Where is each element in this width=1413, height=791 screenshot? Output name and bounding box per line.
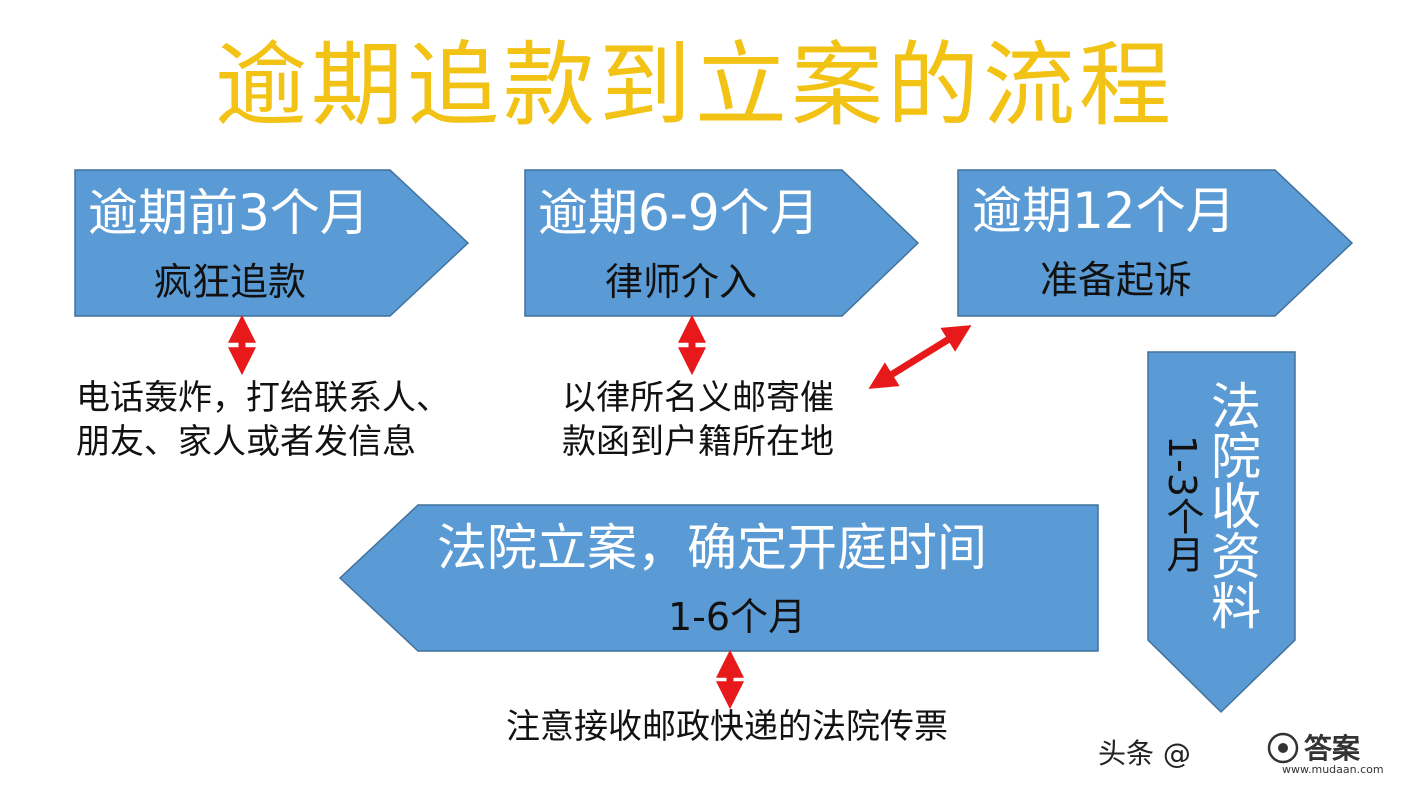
stage1-note-line1: 电话轰炸，打给联系人、	[76, 378, 450, 418]
stage2-note-line2: 款函到户籍所在地	[562, 422, 834, 462]
watermark-text: 头条 @	[1098, 737, 1191, 770]
stage2-sub: 律师介入	[605, 260, 758, 304]
stage5-arrow	[338, 504, 1099, 652]
watermark-logo-url: www.mudaan.com	[1282, 763, 1384, 776]
stage1-note-line2: 朋友、家人或者发信息	[76, 422, 416, 462]
stage2-label: 逾期6-9个月	[538, 184, 820, 242]
stage5-note: 注意接收邮政快递的法院传票	[506, 707, 948, 747]
stage3-arrow	[957, 169, 1354, 317]
stage1-label: 逾期前3个月	[88, 184, 370, 242]
stage5-sub: 1-6个月	[668, 595, 807, 639]
stage3-label: 逾期12个月	[972, 182, 1236, 240]
stage4-arrow	[1147, 351, 1296, 714]
stage1-sub: 疯狂追款	[154, 260, 307, 304]
stage3-sub: 准备起诉	[1040, 258, 1193, 302]
watermark-logo: 答案 www.mudaan.com	[1266, 727, 1396, 777]
stage4-time: 1-3个月	[1160, 435, 1204, 574]
stage2-note-line1: 以律所名义邮寄催	[562, 378, 834, 418]
stage4-label: 法院收资料	[1203, 380, 1261, 630]
stage1-arrow	[74, 169, 470, 317]
watermark-logo-text: 答案	[1304, 732, 1361, 765]
connector-stage2-stage3	[868, 325, 972, 389]
logo-badge-icon	[1267, 732, 1299, 764]
stage5-label: 法院立案，确定开庭时间	[437, 519, 987, 577]
stage2-arrow	[524, 169, 920, 317]
diagram-title: 逾期追款到立案的流程	[214, 32, 1175, 139]
